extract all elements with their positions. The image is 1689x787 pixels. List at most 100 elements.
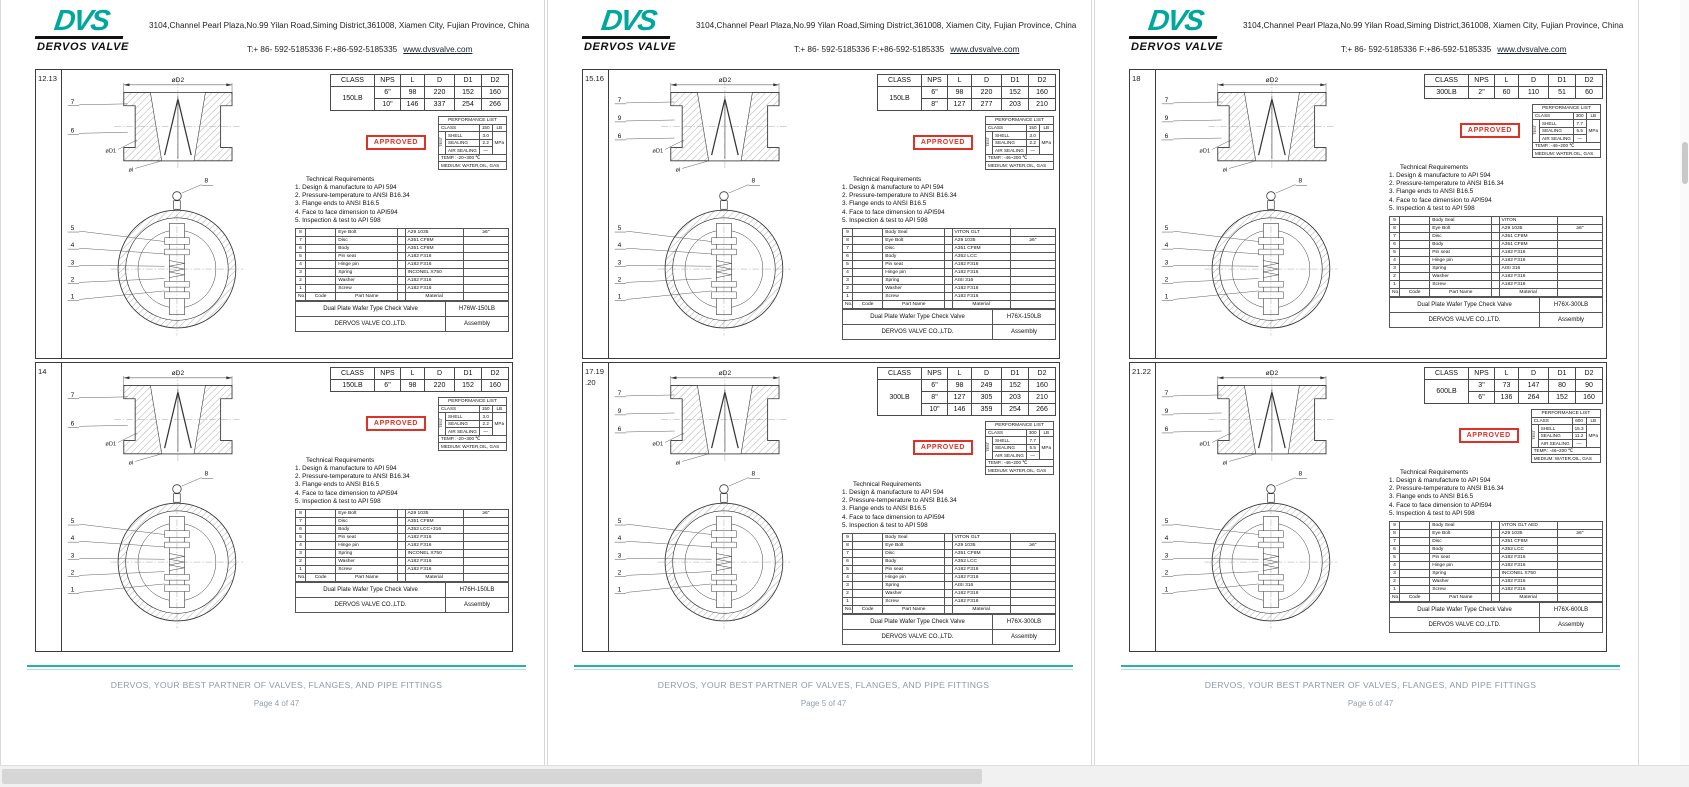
bom-note-cell [1556, 216, 1604, 226]
model-code: H76X-300LB [1539, 297, 1603, 314]
bom-part-cell: Washer [1429, 272, 1493, 282]
bom-material-cell: A182 F316 [1498, 256, 1558, 266]
bom-qty-cell [944, 228, 953, 238]
bom-note-cell [462, 260, 510, 270]
bom-material-cell: A182 F316 [1498, 272, 1558, 282]
performance-sealing-label: SEALING [445, 138, 480, 147]
bom-material-cell: A351 CF8M [951, 549, 1011, 559]
performance-air-label: AIR SEALING [1537, 439, 1573, 448]
bom-material-cell: A182 F316 [951, 589, 1011, 599]
dims-value-cell: 152 [454, 379, 482, 392]
technical-requirement-item: 2. Pressure-temperature to ANSI B16.34 [842, 192, 957, 200]
technical-requirement-item: 3. Flange ends to ANSI B16.5 [842, 505, 927, 513]
bom-note-cell [1556, 248, 1604, 258]
bom-qty-cell [944, 236, 953, 246]
performance-temp: TEMP.: -46~200 ℃ [1532, 141, 1601, 150]
bom-no-cell: 1 [841, 597, 854, 607]
bom-material-label: Material [951, 300, 1011, 310]
bom-note-cell [462, 276, 510, 286]
bom-material-cell: A352 LCC+316 [404, 525, 464, 535]
vertical-scrollbar-thumb[interactable] [1682, 142, 1688, 184]
bom-no-cell: 9 [841, 533, 854, 543]
bom-material-cell: A182 F316 [1498, 553, 1558, 563]
bom-note-cell [1009, 573, 1057, 583]
bom-material-cell: A351 CF8M [1498, 537, 1558, 547]
dims-value-cell: 90 [1575, 379, 1603, 392]
dims-value-cell: 60 [1494, 86, 1519, 99]
bom-note-cell [1556, 521, 1604, 531]
bom-material-cell: A351 CF8M [404, 236, 464, 246]
bom-code-cell [305, 541, 337, 551]
bom-note-cell [1009, 597, 1057, 607]
header-phone: T:+ 86- 592-5185336 F:+86-592-5185335 [247, 45, 398, 54]
performance-sealing-value: 5.5 [1025, 443, 1040, 452]
website-link[interactable]: www.dvsvalve.com [403, 45, 473, 54]
dims-value-cell: 254 [1001, 403, 1029, 416]
dims-header-cell: D [1518, 74, 1549, 87]
footer-divider [27, 665, 526, 667]
bom-note-cell: ≥6" [462, 509, 510, 519]
website-link[interactable]: www.dvsvalve.com [1497, 45, 1567, 54]
bom-code-cell [305, 557, 337, 567]
bom-part-cell: Hinge pin [882, 268, 946, 278]
bom-material-cell: A182 F316 [1498, 561, 1558, 571]
bom-no-cell: 9 [841, 228, 854, 238]
dims-value-cell: 10" [921, 403, 948, 416]
bom-note-cell [462, 525, 510, 535]
bom-note-cell [462, 268, 510, 278]
bom-material-cell: A29 1035 [951, 541, 1011, 551]
performance-title: PERFORMANCE LIST [1532, 104, 1601, 113]
bom-no-cell: 8 [294, 228, 307, 238]
bom-code-cell [852, 228, 884, 238]
technical-requirements-title: Technical Requirements [1400, 163, 1469, 171]
bom-material-cell: A182 F316 [1498, 585, 1558, 595]
callout-number: 7 [71, 392, 75, 399]
bom-no-cell: 2 [294, 276, 307, 286]
bom-code-cell [1399, 569, 1431, 579]
bom-code-cell [1399, 537, 1431, 547]
dims-value-cell: 147 [1518, 379, 1549, 392]
bom-part-cell: Washer [335, 276, 399, 286]
callout-number: 3 [618, 259, 622, 266]
bom-no-label: No. [1388, 288, 1401, 298]
dims-header-cell: D2 [481, 74, 509, 87]
logo-caption: DERVOS VALVE [37, 40, 129, 53]
callout-number: 4 [618, 242, 622, 249]
dims-header-cell: CLASS [1424, 367, 1469, 380]
horizontal-scrollbar-thumb[interactable] [2, 769, 982, 784]
bom-qty-cell [1491, 521, 1500, 531]
dims-header-cell: L [947, 367, 972, 380]
dims-header-cell: NPS [374, 74, 401, 87]
vertical-scrollbar[interactable] [1680, 0, 1689, 765]
dims-header-cell: D [424, 367, 455, 380]
dims-header-cell: D1 [1548, 74, 1576, 87]
bom-code-cell [852, 276, 884, 286]
bom-no-cell: 8 [294, 509, 307, 519]
horizontal-scrollbar[interactable] [0, 765, 1689, 787]
bom-no-cell: 4 [294, 260, 307, 270]
callout-number: 4 [618, 535, 622, 542]
bom-note-cell [1009, 557, 1057, 567]
website-link[interactable]: www.dvsvalve.com [950, 45, 1020, 54]
bom-note-cell [1009, 581, 1057, 591]
dims-value-cell: 249 [971, 379, 1002, 392]
performance-air-label: AIR SEALING [992, 146, 1027, 155]
company-name: DERVOS VALVE CO.,LTD. [295, 316, 446, 333]
dims-value-cell: 210 [1028, 98, 1056, 111]
bom-part-cell: Eye Bolt [882, 541, 946, 551]
